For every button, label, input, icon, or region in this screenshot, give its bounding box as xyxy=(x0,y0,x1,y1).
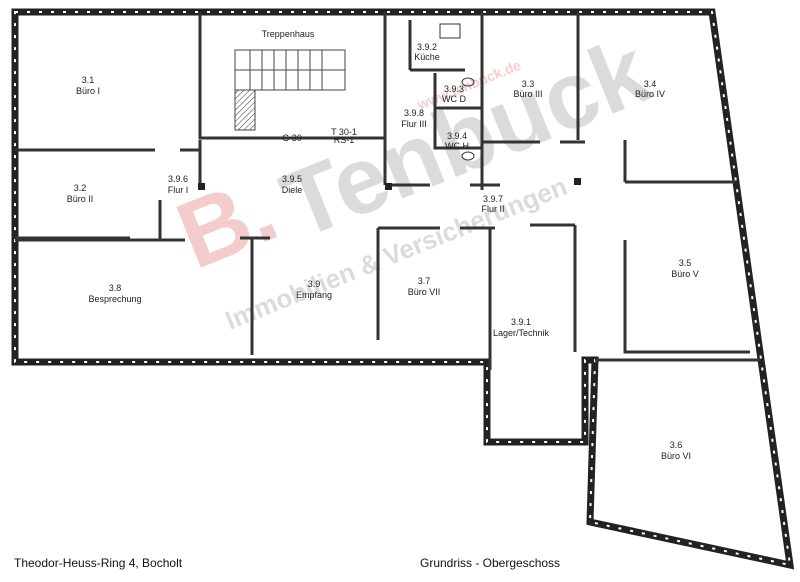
svg-text:Büro VI: Büro VI xyxy=(661,451,691,461)
svg-text:WC D: WC D xyxy=(442,94,466,104)
svg-text:Flur III: Flur III xyxy=(401,119,427,129)
svg-text:Diele: Diele xyxy=(282,185,303,195)
svg-text:3.9: 3.9 xyxy=(308,279,321,289)
svg-text:Besprechung: Besprechung xyxy=(88,294,141,304)
svg-text:3.3: 3.3 xyxy=(522,79,535,89)
staircase xyxy=(234,49,346,131)
room-3-9-3: 3.9.3WC D xyxy=(442,84,466,104)
room-3-9-4: 3.9.4WC H xyxy=(445,131,469,151)
svg-text:Büro II: Büro II xyxy=(67,194,94,204)
svg-text:Büro III: Büro III xyxy=(513,89,542,99)
svg-text:3.8: 3.8 xyxy=(109,283,122,293)
columns xyxy=(198,178,581,190)
svg-text:3.2: 3.2 xyxy=(74,183,87,193)
svg-text:3.9.7: 3.9.7 xyxy=(483,194,503,204)
svg-text:3.9.8: 3.9.8 xyxy=(404,108,424,118)
svg-text:3.9.1: 3.9.1 xyxy=(511,317,531,327)
svg-text:3.7: 3.7 xyxy=(418,276,431,286)
room-treppenhaus: Treppenhaus xyxy=(262,29,315,39)
svg-text:3.9.6: 3.9.6 xyxy=(168,174,188,184)
svg-text:Büro I: Büro I xyxy=(76,86,100,96)
svg-text:Treppenhaus: Treppenhaus xyxy=(262,29,315,39)
outer-walls xyxy=(11,8,795,570)
g30-label: G 30 xyxy=(282,133,302,143)
svg-text:Büro V: Büro V xyxy=(671,269,699,279)
svg-text:Büro IV: Büro IV xyxy=(635,89,665,99)
svg-text:Lager/Technik: Lager/Technik xyxy=(493,328,550,338)
svg-text:3.9.2: 3.9.2 xyxy=(417,42,437,52)
wc-fixtures xyxy=(439,23,475,161)
svg-text:3.1: 3.1 xyxy=(82,75,95,85)
interior-walls xyxy=(15,12,760,370)
svg-text:Flur II: Flur II xyxy=(481,204,504,214)
svg-text:3.9.4: 3.9.4 xyxy=(447,131,467,141)
rs-label: RS-1 xyxy=(334,135,355,145)
svg-text:Küche: Küche xyxy=(414,52,440,62)
svg-text:3.9.5: 3.9.5 xyxy=(282,174,302,184)
svg-text:WC H: WC H xyxy=(445,141,469,151)
svg-text:Flur I: Flur I xyxy=(168,185,189,195)
t30-label: T 30-1 xyxy=(331,127,357,137)
wall-annotations: G 30 T 30-1 RS-1 xyxy=(282,127,357,145)
svg-text:Empfang: Empfang xyxy=(296,290,332,300)
address-caption: Theodor-Heuss-Ring 4, Bocholt xyxy=(14,556,183,570)
svg-text:3.4: 3.4 xyxy=(644,79,657,89)
svg-text:3.9.3: 3.9.3 xyxy=(444,84,464,94)
plan-title: Grundriss - Obergeschoss xyxy=(420,556,561,570)
svg-text:Büro VII: Büro VII xyxy=(408,287,441,297)
svg-text:3.5: 3.5 xyxy=(679,258,692,268)
svg-text:3.6: 3.6 xyxy=(670,440,683,450)
